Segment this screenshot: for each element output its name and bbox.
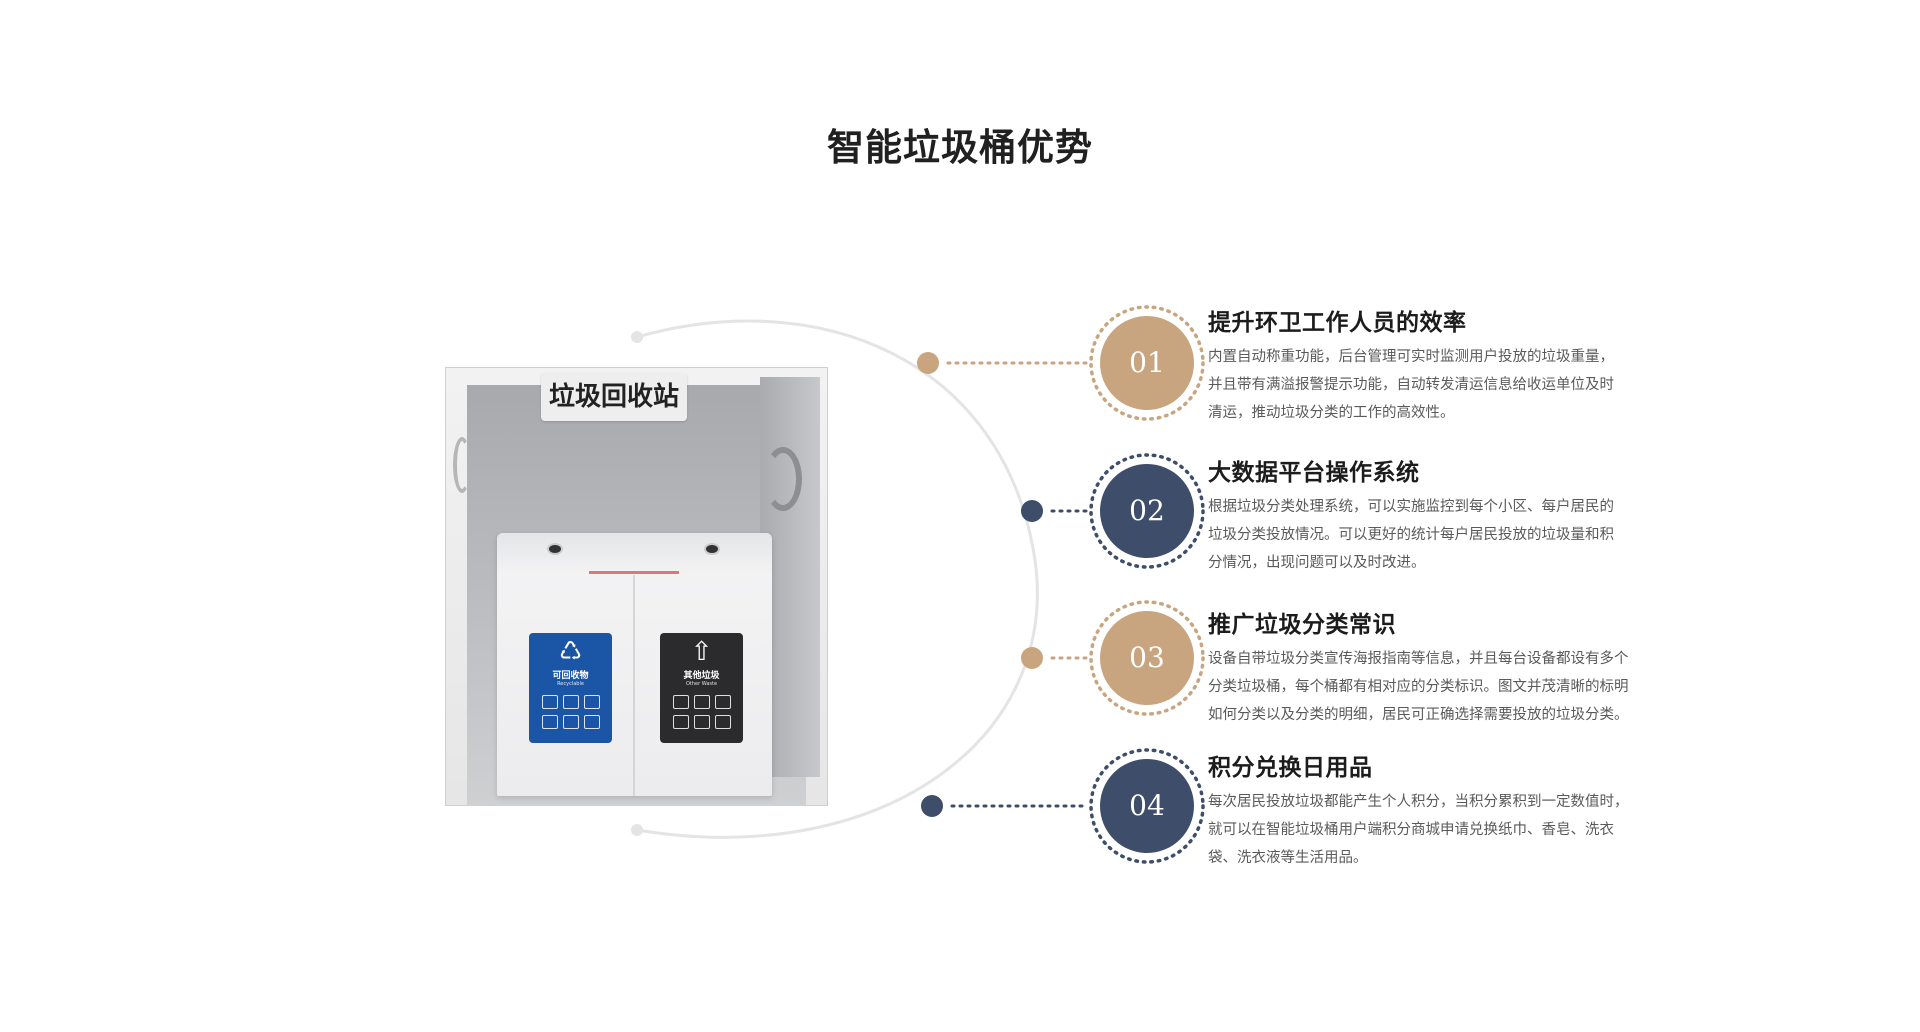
station-sign: 垃圾回收站 — [541, 373, 687, 421]
badge-number: 01 — [1100, 316, 1194, 410]
page-title: 智能垃圾桶优势 — [827, 126, 1093, 169]
recycling-station-illustration: 垃圾回收站 ♺ 可回收物 Recyclable ⇧ 其他垃圾 Other Was… — [445, 367, 828, 806]
bin-divider — [633, 575, 635, 796]
badge-01: 01 — [1088, 304, 1206, 422]
other-waste-en: Other Waste — [685, 681, 718, 687]
feature-desc: 每次居民投放垃圾都能产生个人积分，当积分累积到一定数值时， 就可以在智能垃圾桶用… — [1208, 794, 1629, 866]
badge-04: 04 — [1088, 747, 1206, 865]
feature-efficiency: 提升环卫工作人员的效率 内置自动称重功能，后台管理可实时监测用户投放的垃圾重量，… — [1208, 303, 1688, 427]
feature-title: 大数据平台操作系统 — [1208, 460, 1420, 486]
feature-title: 提升环卫工作人员的效率 — [1208, 310, 1467, 336]
arc-end-bottom — [631, 824, 643, 836]
feature-points-exchange: 积分兑换日用品 每次居民投放垃圾都能产生个人积分，当积分累积到一定数值时， 就可… — [1208, 748, 1688, 872]
badge-number: 02 — [1100, 464, 1194, 558]
feature-desc: 设备自带垃圾分类宣传海报指南等信息，并且每台设备都设有多个 分类垃圾桶，每个桶都… — [1208, 651, 1629, 723]
sensor-icon — [547, 543, 563, 555]
recyclable-icons — [529, 695, 612, 729]
feature-desc: 根据垃圾分类处理系统，可以实施监控到每个小区、每户居民的 垃圾分类投放情况。可以… — [1208, 499, 1614, 571]
brand-logo-icon — [764, 447, 802, 511]
node-02 — [1021, 500, 1043, 522]
badge-02: 02 — [1088, 452, 1206, 570]
arc-end-top — [631, 331, 643, 343]
smart-bin: ♺ 可回收物 Recyclable ⇧ 其他垃圾 Other Waste — [497, 533, 772, 796]
node-03 — [1021, 647, 1043, 669]
recyclable-name: 可回收物 — [552, 671, 589, 681]
recyclable-label: ♺ 可回收物 Recyclable — [529, 633, 612, 743]
other-waste-name: 其他垃圾 — [683, 671, 720, 681]
feature-title: 推广垃圾分类常识 — [1208, 612, 1396, 638]
badge-03: 03 — [1088, 599, 1206, 717]
bin-lid — [497, 533, 772, 575]
node-01 — [917, 352, 939, 374]
sensor-icon — [704, 543, 720, 555]
badge-number: 03 — [1100, 611, 1194, 705]
bin-slot — [589, 571, 679, 574]
feature-big-data-platform: 大数据平台操作系统 根据垃圾分类处理系统，可以实施监控到每个小区、每户居民的 垃… — [1208, 453, 1688, 577]
brand-logo-icon — [453, 437, 471, 493]
other-waste-icon: ⇧ — [690, 637, 713, 667]
feature-sorting-knowledge: 推广垃圾分类常识 设备自带垃圾分类宣传海报指南等信息，并且每台设备都设有多个 分… — [1208, 605, 1688, 729]
badge-number: 04 — [1100, 759, 1194, 853]
feature-desc: 内置自动称重功能，后台管理可实时监测用户投放的垃圾重量， 并且带有满溢报警提示功… — [1208, 349, 1614, 421]
other-waste-label: ⇧ 其他垃圾 Other Waste — [660, 633, 743, 743]
other-waste-icons — [660, 695, 743, 729]
recyclable-en: Recyclable — [557, 681, 584, 687]
recycle-icon: ♺ — [558, 637, 583, 667]
feature-title: 积分兑换日用品 — [1208, 755, 1373, 781]
node-04 — [921, 795, 943, 817]
